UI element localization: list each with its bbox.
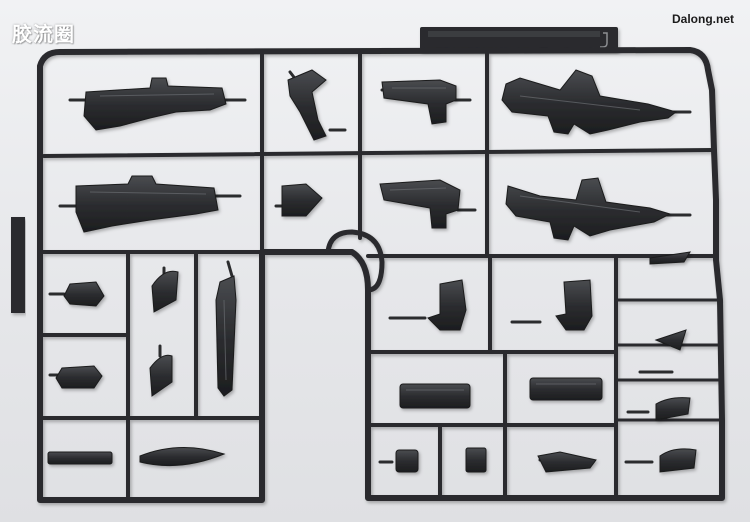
part-highlights [89, 87, 641, 391]
runner-frame [37, 47, 725, 503]
runner-parts [47, 69, 697, 473]
watermark-left: 胶流圈 [12, 22, 75, 46]
runner-side-block [11, 217, 25, 313]
watermark-right: Dalong.net [672, 12, 734, 26]
runner-tag [420, 27, 618, 53]
